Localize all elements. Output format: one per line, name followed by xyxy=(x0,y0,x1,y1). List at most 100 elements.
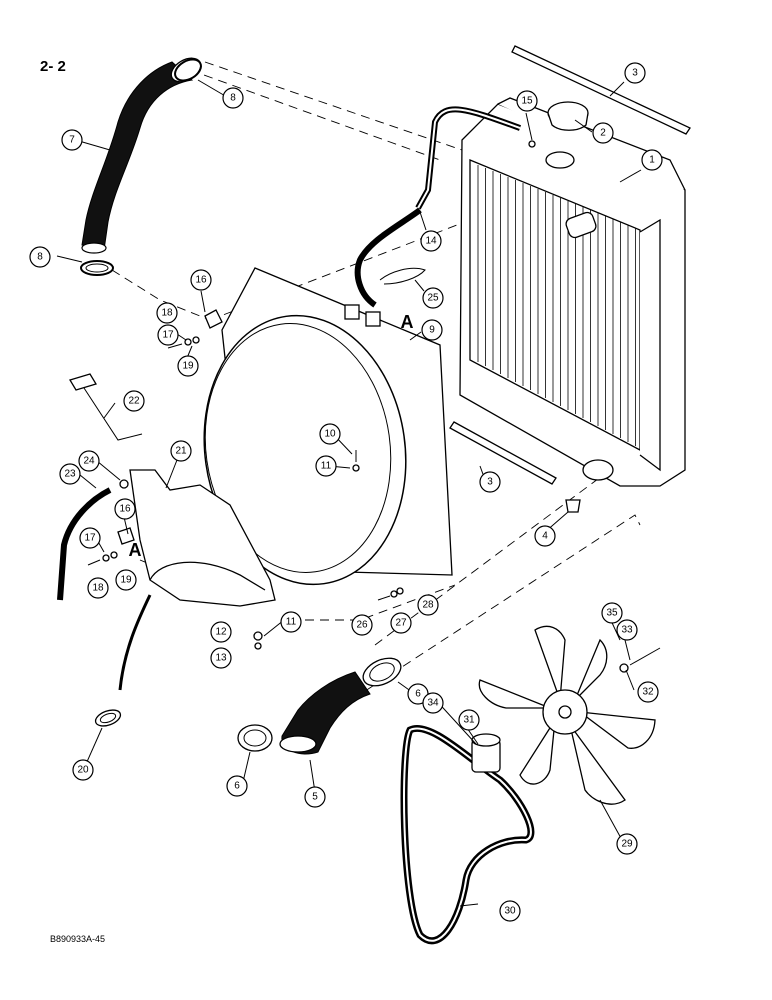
callout-25: 25 xyxy=(422,287,444,309)
callout-16: 16 xyxy=(114,498,136,520)
callout-3: 3 xyxy=(624,62,646,84)
callout-label: 10 xyxy=(324,429,336,440)
callout-22: 22 xyxy=(123,390,145,412)
cooling-fan xyxy=(478,625,656,805)
callout-7: 7 xyxy=(61,129,83,151)
callout-label: 2 xyxy=(600,128,606,139)
callout-label: 3 xyxy=(632,68,638,79)
callout-label: 30 xyxy=(504,906,516,917)
lower-hose-clamp-upper xyxy=(362,657,402,687)
hose-clamp-lower-left xyxy=(80,260,114,276)
fan-spacer xyxy=(471,733,501,773)
callout-label: 11 xyxy=(321,461,332,472)
callout-label: 26 xyxy=(356,620,368,631)
bottom-support-strap xyxy=(449,421,557,485)
callout-24: 24 xyxy=(78,450,100,472)
callout-17: 17 xyxy=(157,324,179,346)
callout-label: 21 xyxy=(175,446,187,457)
callout-label: 12 xyxy=(215,627,227,638)
lower-hose-clamp-lower xyxy=(237,724,273,752)
callout-label: 5 xyxy=(312,792,318,803)
callout-label: 13 xyxy=(215,653,227,664)
callout-label: 18 xyxy=(161,308,173,319)
callout-label: 9 xyxy=(429,325,435,336)
callout-17: 17 xyxy=(79,527,101,549)
callout-label: 34 xyxy=(427,698,439,709)
radiator-cap xyxy=(545,101,589,169)
callout-34: 34 xyxy=(422,692,444,714)
callout-11: 11 xyxy=(280,611,302,633)
callout-14: 14 xyxy=(420,230,442,252)
callout-label: 22 xyxy=(128,396,140,407)
callout-label: 20 xyxy=(77,765,89,776)
drive-belt xyxy=(400,724,535,945)
callout-label: 28 xyxy=(422,600,434,611)
recovery-hose xyxy=(57,487,112,601)
callout-label: 1 xyxy=(649,155,655,166)
callout-label: 16 xyxy=(119,504,131,515)
callout-label: 23 xyxy=(64,469,76,480)
lower-shroud-bracket xyxy=(129,469,276,607)
callout-11: 11 xyxy=(315,455,337,477)
reference-letter-a-lower: A xyxy=(129,540,142,560)
callout-32: 32 xyxy=(637,681,659,703)
callout-label: 17 xyxy=(84,533,96,544)
callout-label: 14 xyxy=(425,236,437,247)
callout-13: 13 xyxy=(210,647,232,669)
callout-20: 20 xyxy=(72,759,94,781)
lower-radiator-hose xyxy=(279,671,371,755)
callout-label: 8 xyxy=(37,252,43,263)
callout-35: 35 xyxy=(601,602,623,624)
t-handle xyxy=(69,373,143,441)
callout-33: 33 xyxy=(616,619,638,641)
callout-31: 31 xyxy=(458,709,480,731)
callout-10: 10 xyxy=(319,423,341,445)
callout-5: 5 xyxy=(304,786,326,808)
hardware-fasteners xyxy=(87,140,536,650)
callout-label: 15 xyxy=(521,96,533,107)
callout-label: 6 xyxy=(234,781,240,792)
document-code: B890933A-45 xyxy=(50,934,106,944)
fan-shroud xyxy=(203,267,453,586)
callout-label: 33 xyxy=(621,625,633,636)
callout-label: 18 xyxy=(92,583,104,594)
callout-label: 32 xyxy=(642,687,654,698)
radiator-core-fins xyxy=(477,165,636,446)
callout-9: 9 xyxy=(421,319,443,341)
callout-30: 30 xyxy=(499,900,521,922)
callout-label: 19 xyxy=(182,361,194,372)
callout-label: 4 xyxy=(542,531,548,542)
callout-label: 16 xyxy=(195,275,207,286)
fan-bolt xyxy=(629,647,661,666)
callout-label: 8 xyxy=(230,93,236,104)
callout-label: 3 xyxy=(487,477,493,488)
callout-label: 11 xyxy=(286,617,297,628)
callout-1: 1 xyxy=(641,149,663,171)
callout-18: 18 xyxy=(156,302,178,324)
callout-label: 25 xyxy=(427,293,439,304)
callout-label: 31 xyxy=(463,715,475,726)
cable-tie xyxy=(379,267,426,285)
callout-16: 16 xyxy=(190,269,212,291)
callout-29: 29 xyxy=(616,833,638,855)
callout-6: 6 xyxy=(226,775,248,797)
callout-8: 8 xyxy=(29,246,51,268)
callout-label: 29 xyxy=(621,839,633,850)
callout-21: 21 xyxy=(170,440,192,462)
top-support-strap xyxy=(511,45,691,135)
callout-23: 23 xyxy=(59,463,81,485)
hose-clamp-upper xyxy=(174,58,202,82)
overflow-hose-loop xyxy=(354,207,422,308)
callout-19: 19 xyxy=(177,355,199,377)
callout-15: 15 xyxy=(516,90,538,112)
callout-label: 6 xyxy=(415,689,421,700)
callout-12: 12 xyxy=(210,621,232,643)
callout-26: 26 xyxy=(351,614,373,636)
upper-radiator-hose xyxy=(81,57,202,254)
page-number: 2- 2 xyxy=(40,58,66,75)
callout-18: 18 xyxy=(87,577,109,599)
callout-27: 27 xyxy=(390,612,412,634)
callout-label: 17 xyxy=(162,330,174,341)
